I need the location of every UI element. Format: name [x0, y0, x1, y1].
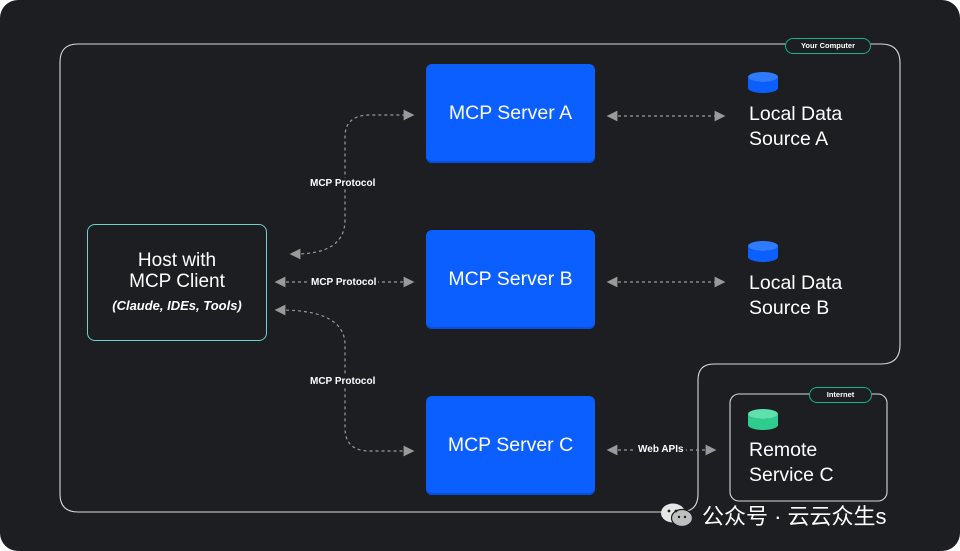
- computer-zone-badge: Your Computer: [785, 38, 871, 54]
- local-data-source-b[interactable]: Local Data Source B: [749, 271, 842, 321]
- remote-service-c[interactable]: Remote Service C: [749, 438, 834, 488]
- internet-zone-outline: [729, 393, 888, 502]
- host-title-line2: MCP Client: [129, 271, 225, 292]
- mcp-server-c[interactable]: MCP Server C: [426, 396, 595, 495]
- host-title-line1: Host with: [137, 250, 217, 271]
- host-subtitle: (Claude, IDEs, Tools): [112, 298, 242, 313]
- remote-c-line1: Remote: [749, 439, 818, 461]
- remote-c-line2: Service C: [749, 464, 834, 486]
- protocol-label-b: MCP Protocol: [309, 277, 379, 288]
- mcp-server-a[interactable]: MCP Server A: [426, 64, 595, 163]
- database-icon: [748, 72, 778, 93]
- internet-zone-badge: Internet: [809, 387, 872, 403]
- protocol-label-c: MCP Protocol: [308, 376, 378, 387]
- database-icon: [748, 241, 778, 262]
- web-apis-label: Web APIs: [636, 444, 686, 455]
- protocol-label-a: MCP Protocol: [308, 178, 378, 189]
- source-a-line1: Local Data: [749, 103, 843, 125]
- source-a-line2: Source A: [749, 128, 829, 150]
- source-b-line2: Source B: [749, 297, 830, 319]
- source-b-line1: Local Data: [749, 272, 843, 294]
- connector-host-server-c: [274, 304, 415, 457]
- mcp-server-b[interactable]: MCP Server B: [426, 230, 595, 329]
- watermark: 公众号 · 云云众生s: [660, 499, 887, 531]
- local-data-source-a[interactable]: Local Data Source A: [749, 102, 842, 152]
- host-client-box[interactable]: Host with MCP Client (Claude, IDEs, Tool…: [87, 224, 267, 341]
- wechat-icon: [661, 503, 694, 528]
- computer-zone-outline: [59, 43, 901, 513]
- database-icon: [748, 409, 778, 430]
- watermark-text: 公众号 · 云云众生s: [702, 504, 887, 529]
